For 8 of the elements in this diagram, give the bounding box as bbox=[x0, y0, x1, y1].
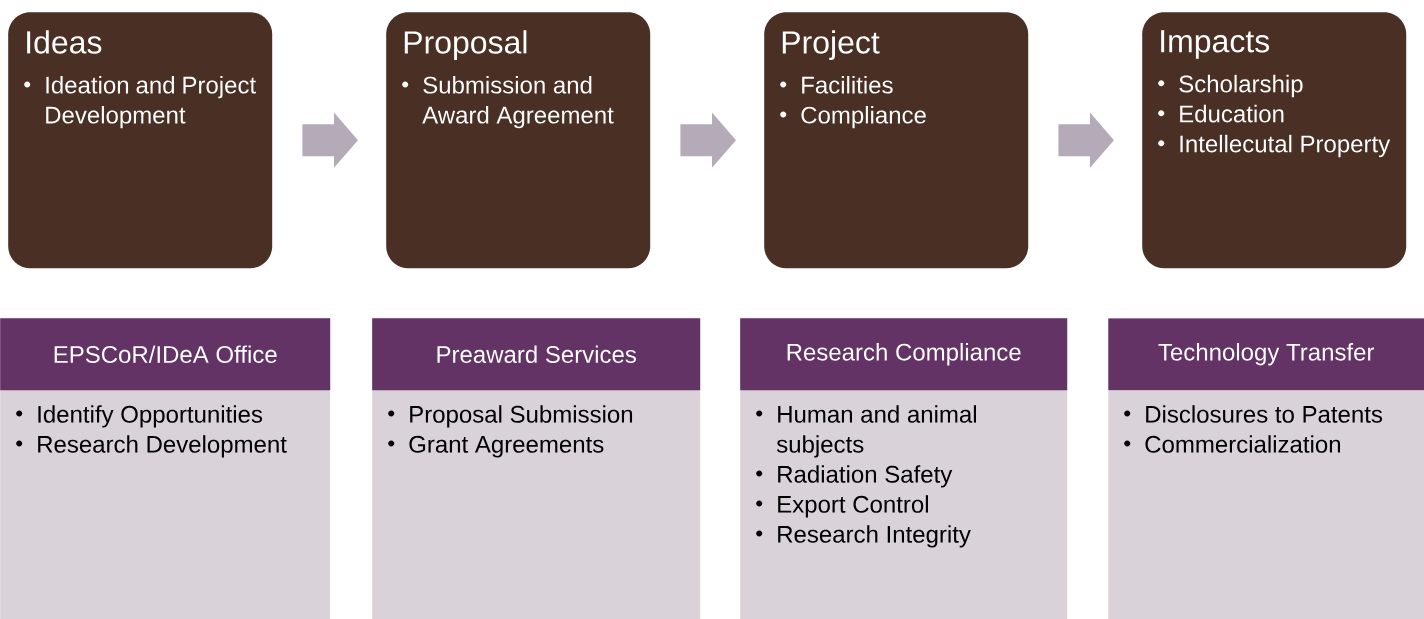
process-box: Impacts Scholarship Education Intellecutal Property bbox=[1142, 12, 1407, 269]
info-card: EPSCoR/IDeA Office Identify Opportunities Research Development bbox=[0, 318, 331, 619]
info-card: Technology Transfer Disclosures to Patents Commercialization bbox=[1108, 318, 1424, 619]
process-box: Project Facilities Compliance bbox=[764, 12, 1029, 269]
info-card: Research Compliance Human and animal subjects Radiation Safety Export Control Research Integrity bbox=[740, 318, 1068, 619]
process-box: Proposal Submission and Award Agreement bbox=[386, 12, 651, 269]
process-box: Ideas Ideation and Project Development bbox=[8, 12, 273, 269]
info-card: Preaward Services Proposal Submission Grant Agreements bbox=[372, 318, 701, 619]
